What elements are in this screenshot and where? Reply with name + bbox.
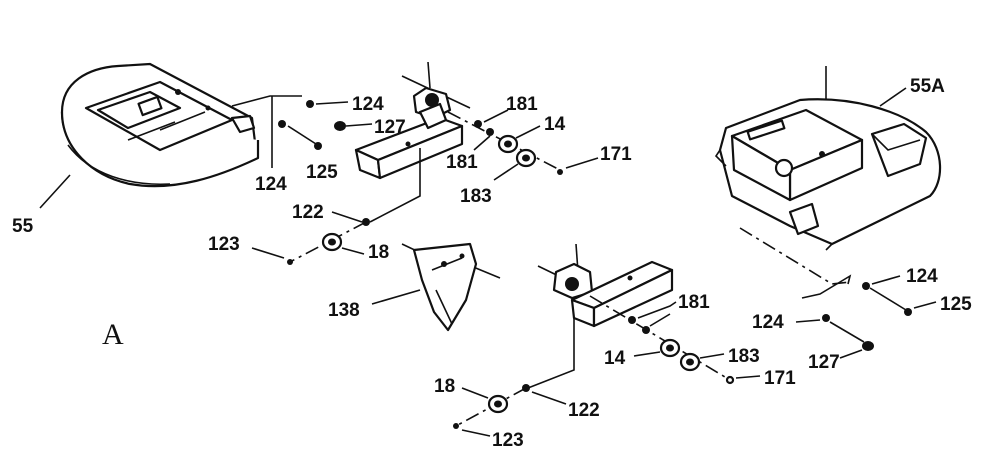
part-55a-cover bbox=[714, 66, 942, 251]
label-123-b: 123 bbox=[492, 430, 524, 451]
hardware-chain-upper bbox=[474, 120, 563, 175]
screw-123-a bbox=[287, 259, 293, 265]
label-124-a: 124 bbox=[352, 94, 384, 115]
label-127-b: 127 bbox=[808, 352, 840, 373]
label-183-a: 183 bbox=[460, 186, 492, 207]
label-55a: 55A bbox=[910, 76, 945, 97]
hardware-group-right bbox=[822, 282, 912, 351]
screw-123-b bbox=[453, 423, 459, 429]
label-55: 55 bbox=[12, 216, 34, 237]
label-14-b: 14 bbox=[604, 348, 626, 369]
label-125-a: 125 bbox=[306, 162, 338, 183]
label-18-a: 18 bbox=[368, 242, 389, 263]
leader-122-b-shaft bbox=[527, 318, 575, 389]
label-127-a: 127 bbox=[374, 117, 406, 138]
label-124-b: 124 bbox=[255, 174, 287, 195]
label-181-a: 181 bbox=[506, 94, 538, 115]
label-14-a: 14 bbox=[544, 114, 566, 135]
leader-right-bracket bbox=[801, 274, 852, 299]
leader-55 bbox=[39, 174, 71, 209]
lower-guide-bracket bbox=[537, 243, 674, 328]
leader-181-c-2 bbox=[649, 313, 671, 327]
label-122-b: 122 bbox=[568, 400, 600, 421]
axis-line-right bbox=[739, 227, 851, 285]
label-181-c: 181 bbox=[678, 292, 710, 313]
label-171-b: 171 bbox=[764, 368, 796, 389]
label-18-b: 18 bbox=[434, 376, 455, 397]
leader-55a bbox=[879, 87, 907, 107]
hardware-chain-lower bbox=[628, 316, 735, 385]
label-123-a: 123 bbox=[208, 234, 240, 255]
label-125-b: 125 bbox=[940, 294, 972, 315]
label-122-a: 122 bbox=[292, 202, 324, 223]
leader-122-shaft bbox=[369, 148, 421, 223]
label-171-a: 171 bbox=[600, 144, 632, 165]
axis-line-lower bbox=[589, 295, 731, 381]
label-124-c: 124 bbox=[906, 266, 938, 287]
leader-bracket-a bbox=[231, 95, 302, 107]
label-181-b: 181 bbox=[446, 152, 478, 173]
leader-181-c-1 bbox=[637, 301, 677, 319]
label-124-d: 124 bbox=[752, 312, 784, 333]
part-55-cover bbox=[60, 62, 260, 188]
label-183-b: 183 bbox=[728, 346, 760, 367]
label-138: 138 bbox=[328, 300, 360, 321]
hardware-group-top-left bbox=[278, 100, 373, 150]
part-138-bracket bbox=[401, 242, 501, 332]
section-letter: A bbox=[102, 318, 124, 351]
